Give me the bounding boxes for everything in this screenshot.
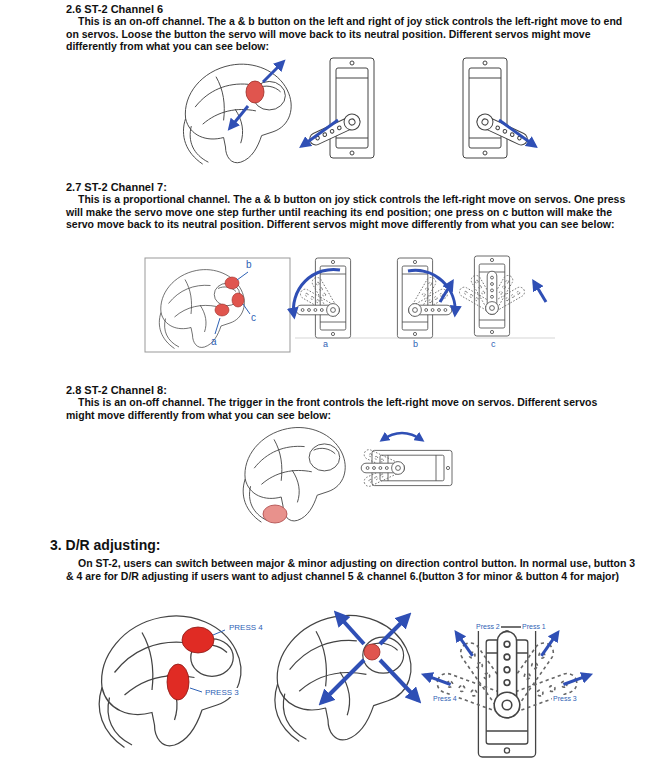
press-label: PRESS 3	[204, 688, 240, 697]
section-heading: 2.6 ST-2 Channel 6	[66, 3, 163, 16]
button-label: a	[211, 336, 217, 348]
body-text: This is an on-off channel. The trigger i…	[66, 396, 626, 421]
section-heading: 3. D/R adjusting:	[50, 537, 160, 553]
servo-label: c	[490, 339, 497, 349]
body-text: This is a proportional channel. The a & …	[66, 193, 626, 231]
section-heading: 2.7 ST-2 Channel 7:	[66, 181, 167, 194]
servo-label: a	[322, 339, 329, 349]
press-label: Press 2	[475, 623, 501, 631]
section-heading: 2.8 ST-2 Channel 8:	[66, 384, 167, 397]
servo-label: b	[412, 339, 419, 349]
body-text: This is an on-off channel. The a & b but…	[66, 15, 626, 53]
press-label: Press 4	[432, 695, 458, 703]
button-label: b	[246, 259, 252, 271]
press-label: Press 1	[521, 623, 547, 631]
button-label: c	[251, 312, 256, 324]
press-label: Press 3	[552, 695, 578, 703]
body-text: On ST-2, users can switch between major …	[66, 557, 641, 582]
press-label: PRESS 4	[228, 623, 264, 632]
